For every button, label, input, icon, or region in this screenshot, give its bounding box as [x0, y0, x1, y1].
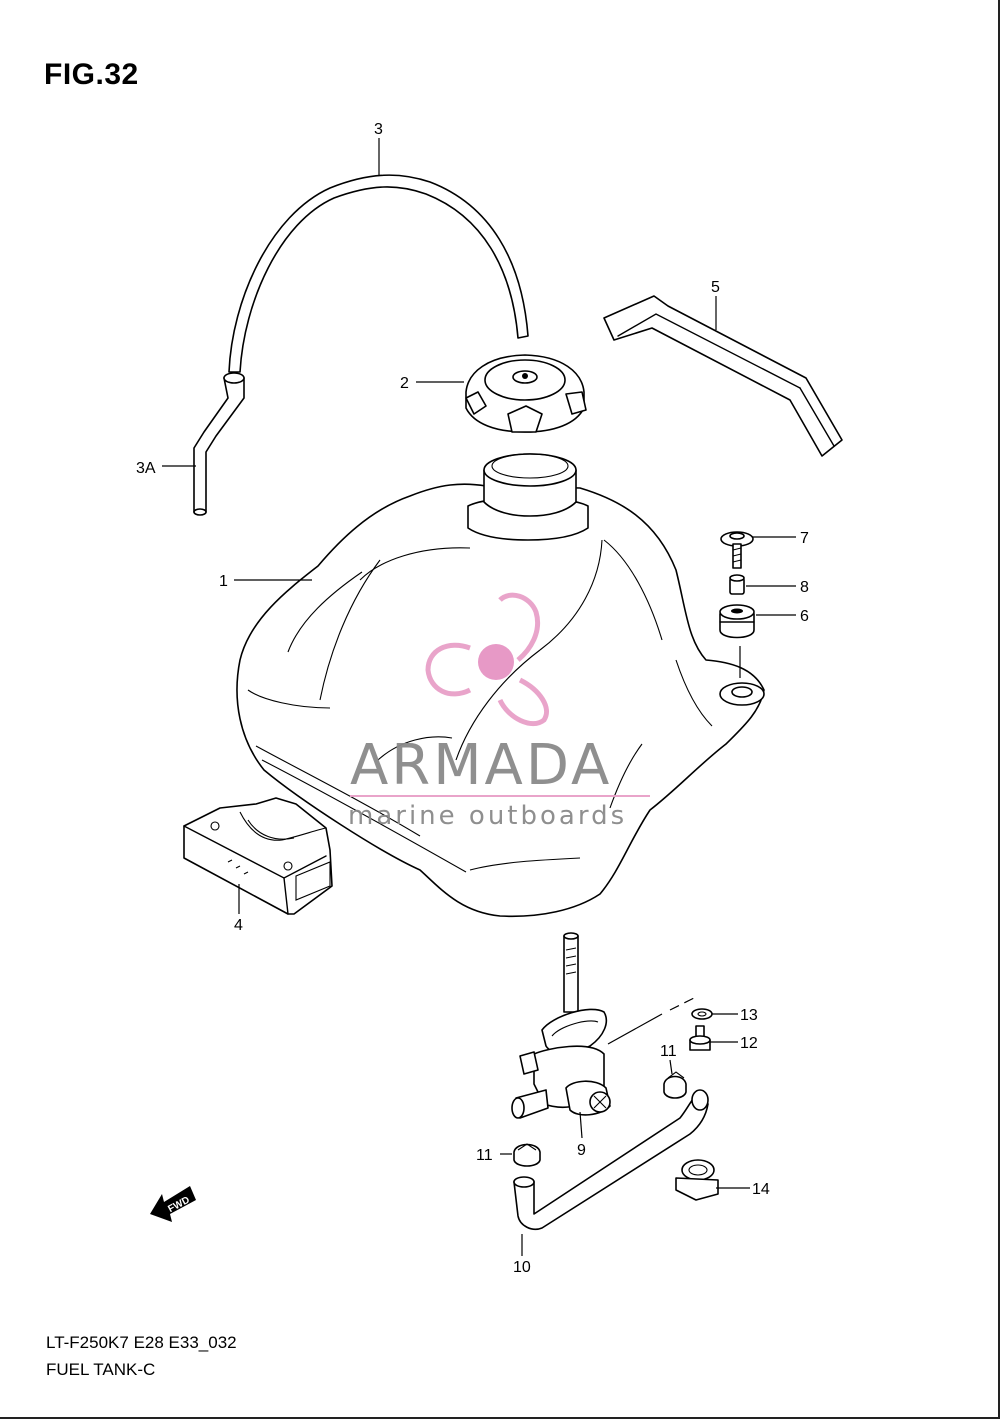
callout-13: 13 — [740, 1007, 758, 1024]
callout-1: 1 — [219, 573, 228, 590]
callout-14: 14 — [752, 1181, 770, 1198]
callout-11-lower: 11 — [476, 1147, 493, 1164]
callout-3: 3 — [374, 121, 383, 138]
figure-title: FIG.32 — [44, 58, 139, 91]
armada-watermark: ARMADA marine outboards — [348, 592, 650, 831]
washer — [691, 1008, 713, 1020]
screw — [689, 1025, 711, 1051]
leader-lines — [162, 138, 796, 1256]
callout-labels: 3 2 3A 5 1 7 8 6 4 13 12 11 9 11 14 10 — [136, 121, 809, 1276]
fuel-cap — [465, 354, 587, 433]
fuel-valve — [511, 932, 699, 1119]
callout-8: 8 — [800, 579, 809, 596]
fwd-label: FWD — [166, 1195, 191, 1215]
callout-7: 7 — [800, 530, 809, 547]
armada-logo-icon — [425, 592, 549, 727]
breather-hose-3a — [193, 372, 245, 516]
section-name: FUEL TANK-C — [46, 1360, 156, 1379]
fwd-arrow-icon: FWD — [150, 1186, 196, 1222]
collar — [729, 574, 745, 595]
watermark-brand: ARMADA — [350, 733, 612, 798]
callout-12: 12 — [740, 1035, 758, 1052]
callout-9: 9 — [577, 1142, 586, 1159]
callout-2: 2 — [400, 375, 409, 392]
callout-5: 5 — [711, 279, 720, 296]
bracket — [183, 797, 333, 915]
callout-10: 10 — [513, 1259, 531, 1276]
hose-clamp-lower — [513, 1143, 541, 1167]
callout-4: 4 — [234, 917, 243, 934]
callout-3a: 3A — [136, 460, 156, 477]
callout-11-upper: 11 — [660, 1043, 677, 1060]
hose-clip — [675, 1159, 719, 1201]
armada-logo-center — [478, 644, 514, 680]
bolt — [720, 531, 754, 569]
cushion — [719, 604, 755, 678]
watermark-tagline: marine outboards — [348, 801, 627, 831]
hose-clamp-upper — [663, 1071, 687, 1099]
model-code: LT-F250K7 E28 E33_032 — [46, 1333, 237, 1352]
callout-6: 6 — [800, 608, 809, 625]
breather-hose — [228, 174, 529, 373]
fuel-hose — [513, 1089, 709, 1231]
tank-strap — [603, 295, 843, 457]
